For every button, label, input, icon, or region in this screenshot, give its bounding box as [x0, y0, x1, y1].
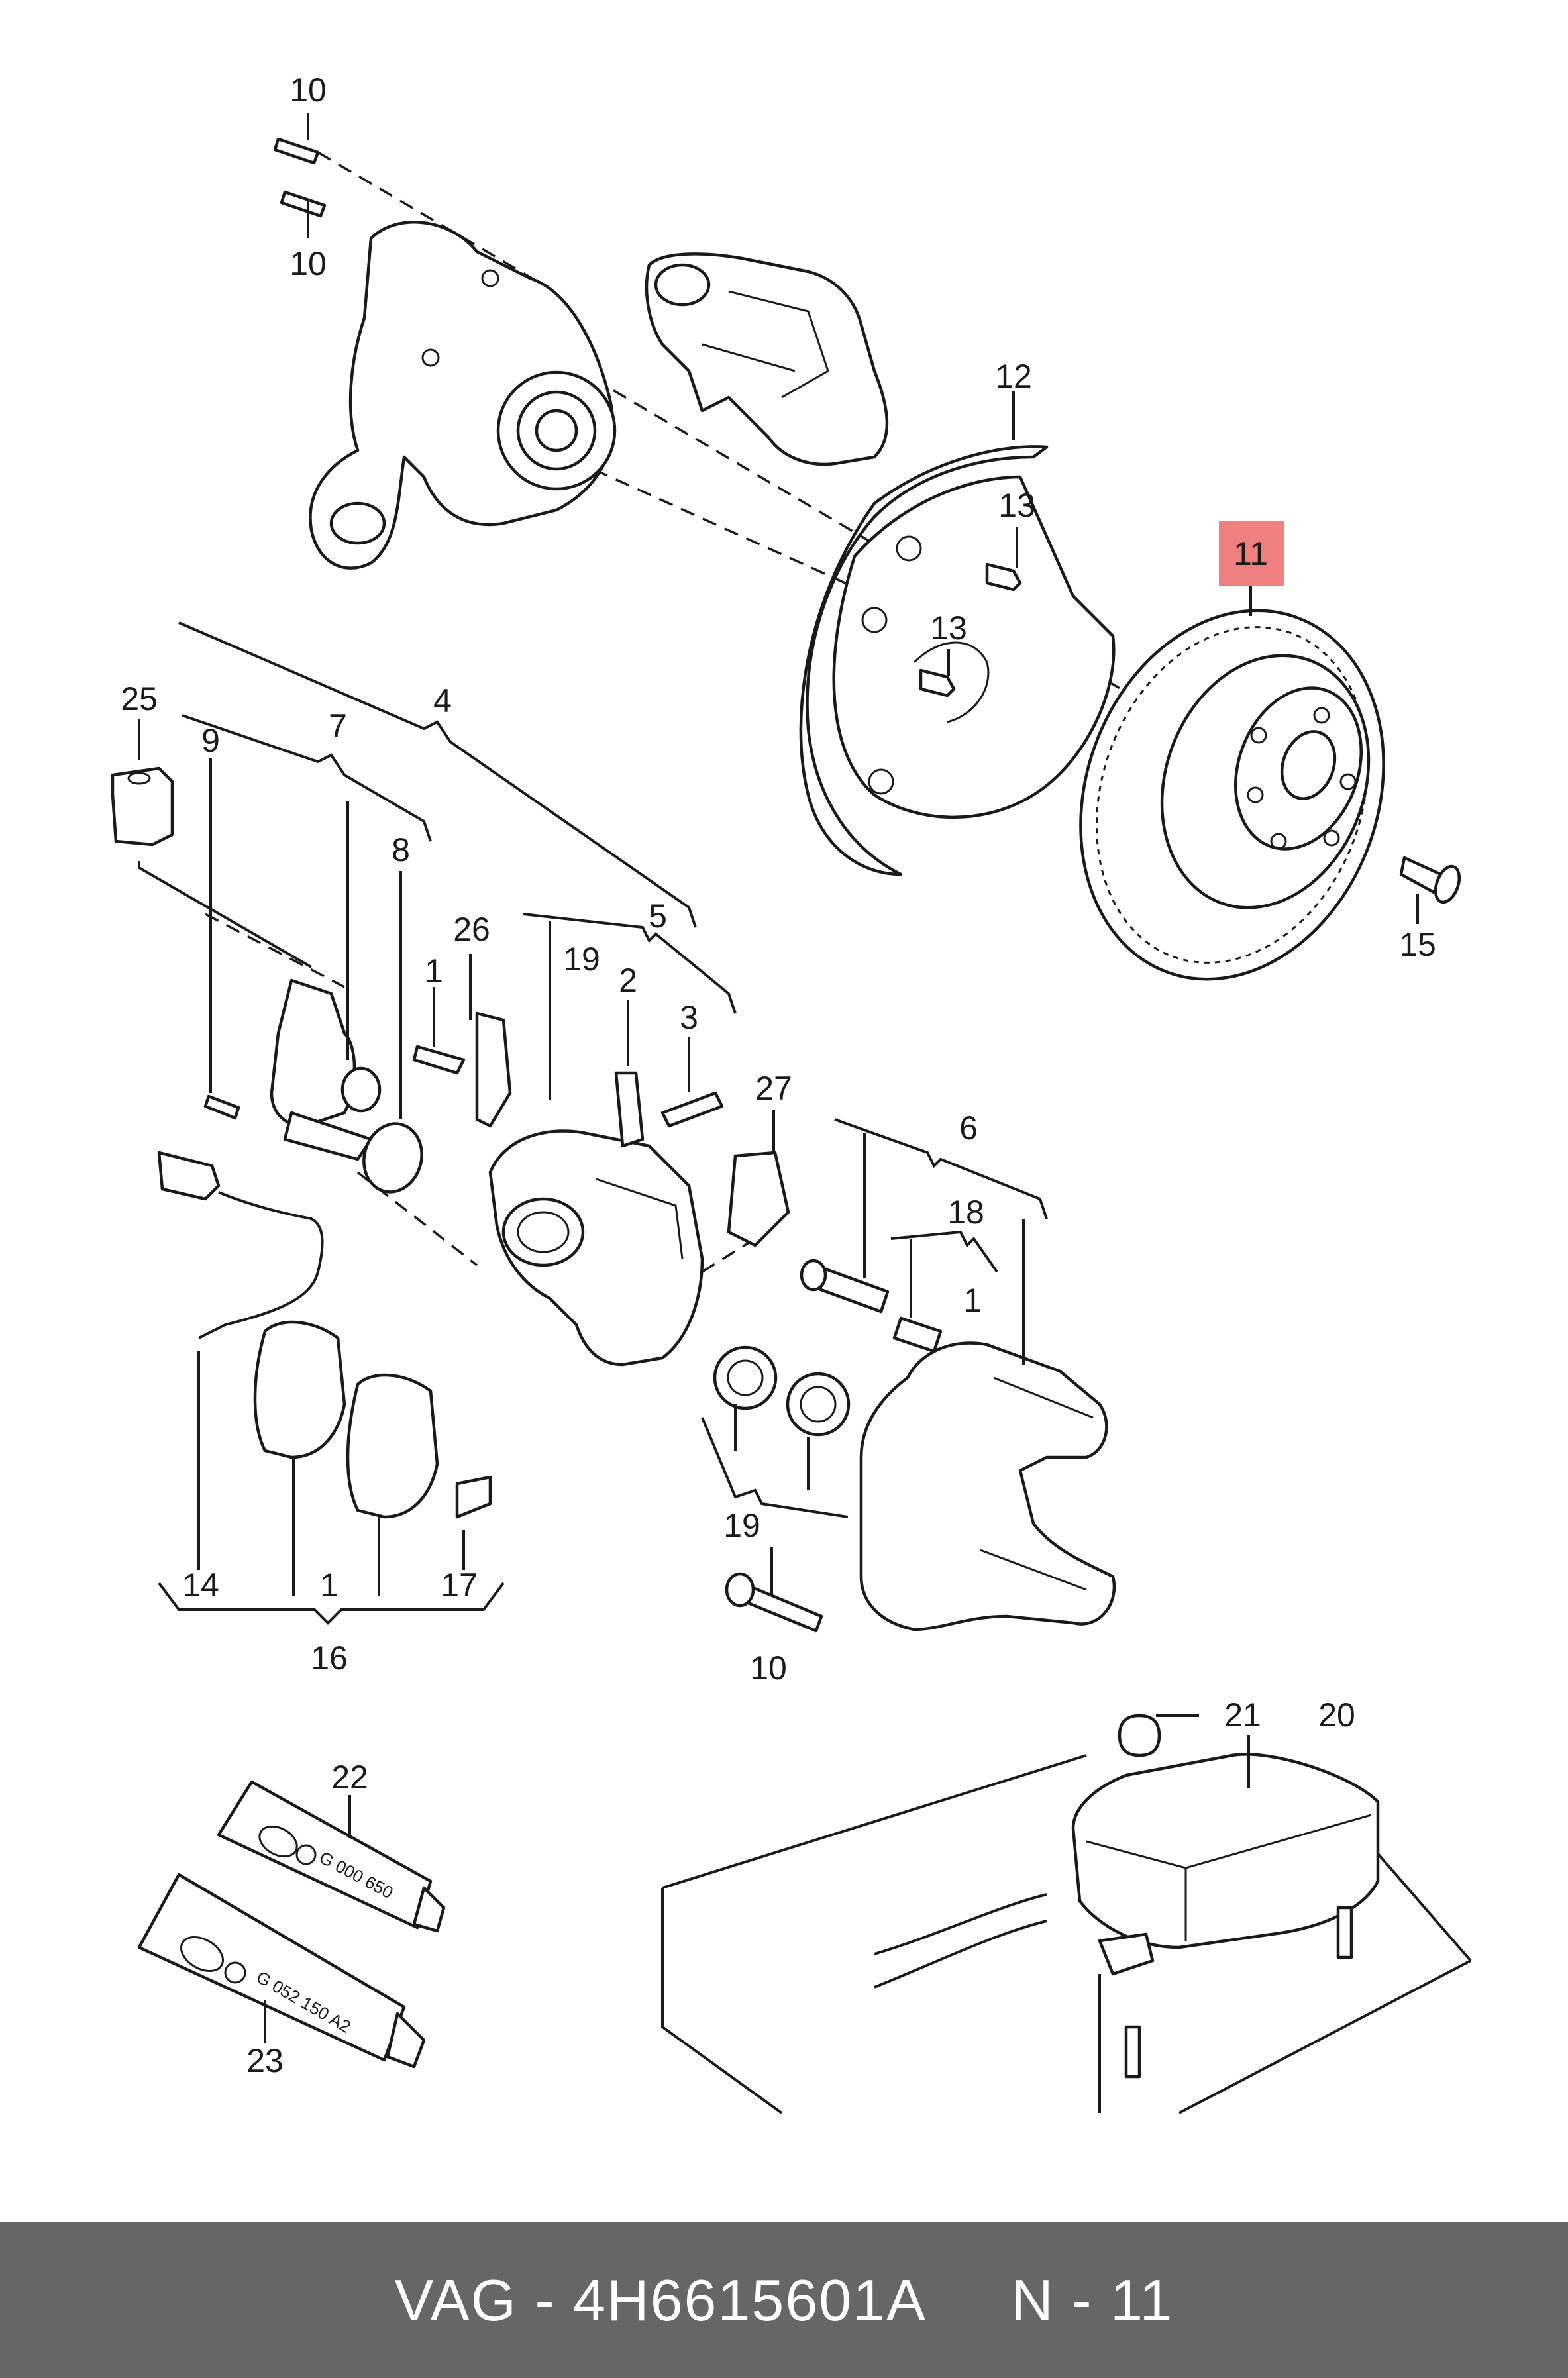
motor-screw	[203, 1094, 240, 1120]
label-9: 9	[201, 722, 220, 759]
bleed-screw	[660, 1091, 724, 1128]
guide-spring	[892, 1316, 943, 1353]
label-2: 2	[619, 962, 637, 999]
caliper-housing	[488, 1129, 704, 1367]
footer-bar: VAG - 4H6615601A N - 11	[0, 2222, 1568, 2378]
bracket	[475, 1011, 512, 1128]
label-1-c: 1	[320, 1567, 339, 1604]
label-19-a: 19	[563, 941, 600, 978]
label-15: 15	[1399, 926, 1436, 963]
exploded-parts-diagram: G 000 650 G 052 150 A2	[111, 72, 1472, 2114]
o-ring	[362, 1122, 423, 1194]
footer-separator: -	[517, 2267, 574, 2333]
label-1-b: 1	[963, 1282, 982, 1319]
brake-disc	[1079, 609, 1385, 981]
leader-lines	[138, 113, 1419, 2043]
parking-brake-motor	[270, 978, 382, 1161]
grease-tube: G 000 650	[217, 1780, 446, 1933]
label-21: 21	[1224, 1696, 1261, 1733]
label-7: 7	[329, 707, 347, 745]
top-bolt-a	[273, 137, 320, 165]
carrier-bolt	[725, 1572, 823, 1633]
label-18: 18	[947, 1194, 984, 1231]
backing-plate	[799, 445, 1116, 876]
label-10-bottom: 10	[750, 1649, 787, 1686]
footer-part-number: 4H6615601A	[573, 2267, 924, 2333]
control-unit-area	[661, 1714, 1472, 2114]
caliper-carrier	[859, 1341, 1116, 1631]
boot-seals	[713, 1345, 851, 1437]
label-20: 20	[1318, 1696, 1355, 1733]
label-25: 25	[121, 680, 158, 717]
label-19-b: 19	[723, 1507, 760, 1544]
label-26: 26	[453, 911, 490, 948]
label-6: 6	[959, 1110, 978, 1147]
brake-pads	[253, 1320, 439, 1519]
label-22: 22	[331, 1759, 368, 1796]
label-23: 23	[246, 2042, 284, 2079]
retaining-spring	[727, 1151, 790, 1247]
label-3: 3	[680, 999, 698, 1036]
label-16: 16	[311, 1639, 348, 1677]
dust-cap	[614, 1071, 645, 1148]
footer-position: N - 11	[1011, 2267, 1174, 2333]
caliper-park-motor	[645, 252, 889, 466]
small-bolt	[412, 1045, 466, 1075]
label-1-a: 1	[425, 953, 443, 990]
label-14: 14	[182, 1567, 219, 1604]
disc-screw	[1399, 856, 1461, 904]
label-27: 27	[755, 1070, 792, 1107]
part-labels: 10 10 12 13 13 11 15 25 9 7 4 8 26 1 19 …	[121, 72, 1436, 2079]
footer-caption: VAG - 4H6615601A N - 11	[395, 2267, 1174, 2334]
top-bolt-b	[280, 190, 327, 218]
label-13-a: 13	[998, 487, 1035, 524]
highlight-box	[1219, 521, 1284, 586]
label-13-b: 13	[930, 609, 967, 646]
label-5: 5	[649, 898, 667, 935]
label-12: 12	[995, 358, 1032, 395]
label-17: 17	[441, 1567, 478, 1604]
label-4: 4	[433, 682, 452, 719]
label-10-top: 10	[289, 72, 327, 109]
plug-connector	[111, 766, 174, 847]
wear-sensor	[157, 1151, 324, 1339]
guide-bolt	[800, 1259, 890, 1314]
footer-gap	[923, 2267, 1011, 2333]
pad-clip	[455, 1475, 492, 1519]
label-8: 8	[392, 831, 410, 868]
label-11: 11	[1233, 535, 1268, 572]
label-10-mid: 10	[289, 245, 327, 282]
footer-brand: VAG	[394, 2267, 517, 2333]
wheel-bearing-housing	[309, 221, 617, 570]
backing-plate-bolts	[919, 562, 1022, 698]
